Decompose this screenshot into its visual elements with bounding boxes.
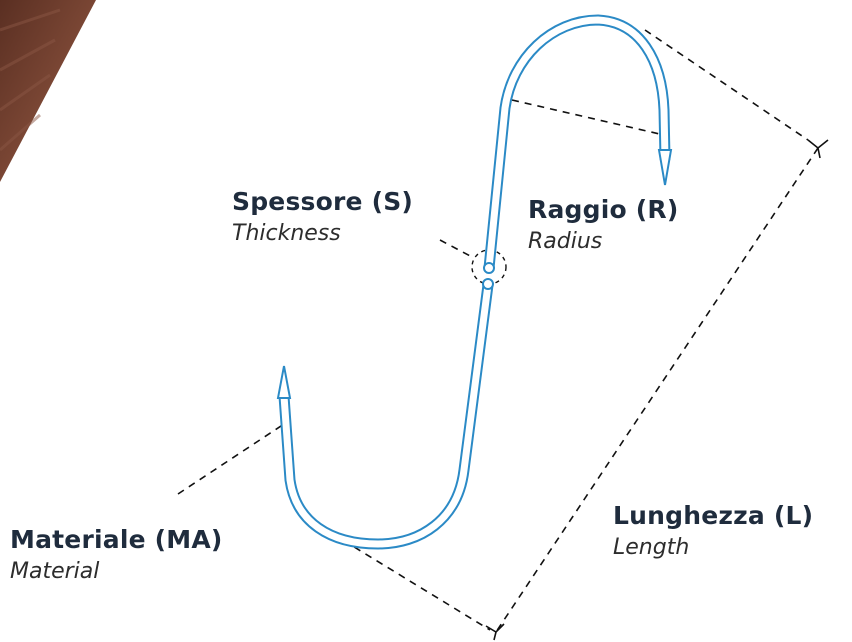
length-ticks	[485, 139, 829, 641]
s-hook	[278, 14, 671, 550]
hook-tips	[276, 149, 673, 399]
wire-end-lower	[482, 278, 494, 290]
length-extension-top	[644, 29, 809, 141]
hook-lower-inner	[280, 281, 492, 548]
radius-pointer	[511, 99, 665, 136]
thickness-title: Spessore (S)	[232, 187, 414, 216]
label-radius: Raggio (R) Radius	[528, 195, 679, 254]
radius-subtitle: Radius	[528, 228, 603, 254]
upper-tip	[657, 149, 673, 186]
length-subtitle: Length	[613, 534, 690, 560]
length-dimension-line	[495, 147, 819, 633]
label-length: Lunghezza (L) Length	[613, 501, 814, 560]
length-extension-bottom	[309, 519, 491, 631]
hook-upper-inner	[485, 16, 669, 272]
material-subtitle: Material	[10, 558, 100, 584]
thickness-pointer	[439, 239, 475, 259]
length-title: Lunghezza (L)	[613, 501, 814, 530]
hook-lower-outline	[278, 279, 494, 550]
label-thickness: Spessore (S) Thickness	[232, 187, 414, 246]
material-pointer	[177, 423, 285, 495]
label-material: Materiale (MA) Material	[10, 525, 223, 584]
thickness-subtitle: Thickness	[232, 220, 341, 246]
lower-tip	[276, 365, 292, 399]
wire-end-upper	[483, 262, 495, 274]
radius-title: Raggio (R)	[528, 195, 679, 224]
wire-cross-sections	[482, 262, 495, 290]
dimension-lines	[177, 29, 819, 633]
material-title: Materiale (MA)	[10, 525, 223, 554]
